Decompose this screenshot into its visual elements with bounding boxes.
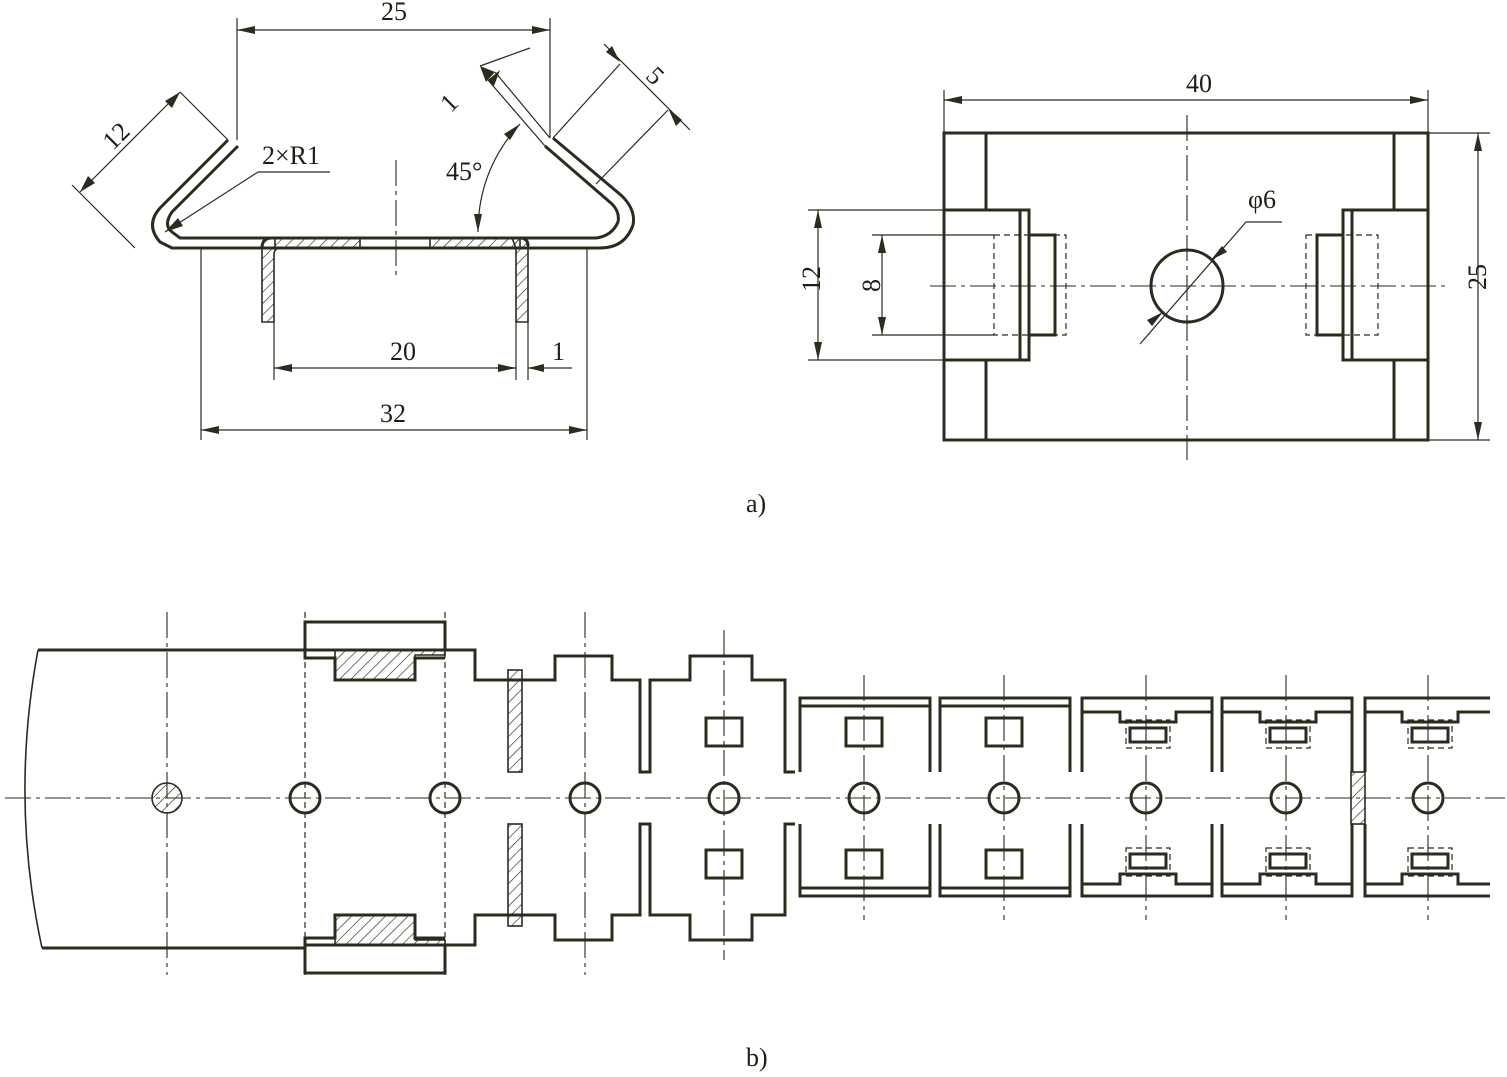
right-leg-section — [510, 237, 529, 323]
left-notch — [944, 208, 1031, 362]
dim-label-tab-width: 5 — [640, 61, 670, 91]
dim-label-slot-inner: 8 — [857, 279, 886, 292]
dim-label-hole: φ6 — [1248, 185, 1276, 214]
dim-label-inner-width: 20 — [390, 337, 416, 366]
dim-label-length: 40 — [1186, 69, 1212, 98]
station-1-top-cut — [303, 620, 447, 652]
right-notch — [1341, 208, 1428, 362]
dim-label-angle: 45° — [446, 157, 482, 186]
dim-line-flange — [79, 91, 181, 193]
dim-arc-angle — [477, 123, 521, 233]
side-section-view: 25 12 2×R1 1 5 45° — [71, 0, 691, 440]
slit-top — [507, 669, 523, 773]
plan-view: φ6 40 25 12 8 — [797, 69, 1492, 460]
left-tab — [1027, 233, 1057, 337]
dim-label-slot-outer: 12 — [797, 266, 826, 292]
dim-label-overall-width: 32 — [380, 399, 406, 428]
right-tab — [1315, 233, 1345, 337]
slit-bottom — [507, 823, 523, 927]
strip-outline — [445, 648, 795, 774]
dim-label-flange: 12 — [97, 117, 136, 156]
caption-b: b) — [746, 1043, 768, 1072]
profile-inner — [166, 144, 620, 240]
dim-label-height: 25 — [1463, 264, 1492, 290]
dim-label-leg-thickness: 1 — [552, 337, 565, 366]
left-leg-section — [261, 247, 283, 323]
dim-label-top-width: 25 — [381, 0, 407, 26]
strip-layout — [5, 612, 1505, 975]
profile-outer — [151, 136, 635, 250]
dim-label-bend-radius: 2×R1 — [262, 141, 320, 170]
dim-label-thickness: 1 — [434, 88, 464, 118]
caption-a: a) — [746, 489, 766, 518]
